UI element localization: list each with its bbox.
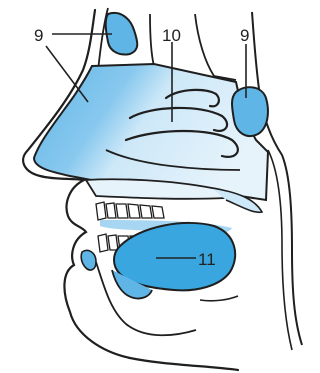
label-nasal-conchae: 10 <box>162 26 181 45</box>
hyoid-line <box>200 296 238 301</box>
lower-lip-accent <box>81 250 96 270</box>
label-tongue: 11 <box>198 250 216 269</box>
upper-teeth <box>96 202 164 220</box>
sphenoid-sinus <box>232 87 268 136</box>
label-frontal-sinus: 9 <box>34 26 43 45</box>
label-sphenoid-sinus: 9 <box>240 26 249 45</box>
